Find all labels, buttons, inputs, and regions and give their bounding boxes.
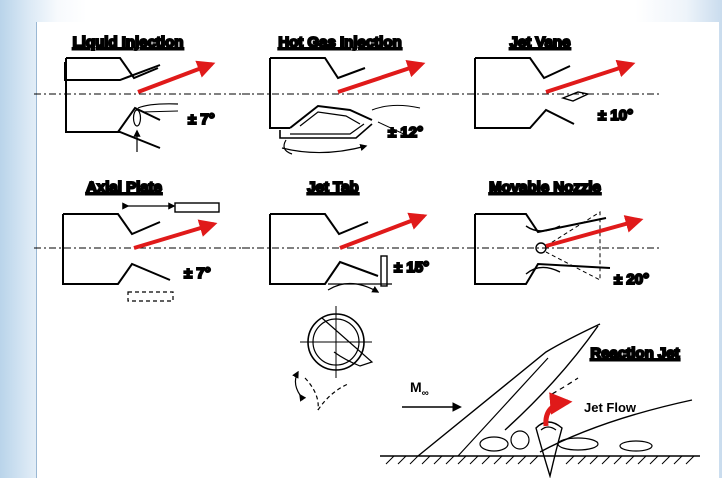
mach-subscript: ∞	[422, 388, 429, 399]
hot-gas-duct-outer	[279, 123, 373, 139]
panel-title: Jet Vane	[510, 34, 571, 51]
nozzle-lower-wall	[474, 214, 611, 285]
freestream-mach-label: M∞	[410, 379, 429, 399]
upstream-vortex	[479, 436, 509, 452]
panel-title: Jet Tab	[307, 179, 358, 196]
deflection-angle: ± 7°	[184, 265, 211, 282]
nozzle-upper-wall	[270, 213, 369, 236]
deflection-angle: ± 10°	[598, 107, 633, 124]
nozzle-upper-wall	[66, 57, 159, 80]
tab-blade	[321, 317, 374, 367]
injection-shock	[137, 103, 179, 109]
panel-reaction-jet: Reaction Jet	[380, 323, 700, 478]
lambda-shock	[457, 357, 549, 457]
thrust-arrow	[337, 60, 426, 94]
thrust-arrow	[339, 212, 428, 250]
thrust-arrow	[545, 59, 636, 94]
jet-flow-arrow	[543, 392, 573, 427]
nozzle-lower-wall	[269, 214, 379, 285]
nozzle-upper-wall	[270, 57, 366, 80]
gimbal-envelope	[545, 211, 601, 281]
bow-shock	[504, 325, 599, 431]
deflection-angle: ± 20°	[614, 271, 649, 288]
deflection-angle: ± 15°	[394, 259, 429, 276]
hot-gas-duct-inner	[299, 111, 361, 127]
injection-port	[132, 109, 142, 127]
rotation-arrow	[292, 370, 307, 402]
panel-title: Movable Nozzle	[489, 179, 601, 196]
jet-boundary-dashed	[551, 377, 579, 395]
flex-joint-lower	[525, 266, 561, 275]
panel-axial-plate: Axial Plate ± 7°	[34, 178, 250, 302]
plate-ghost	[127, 291, 174, 302]
nozzle-lower-wall	[66, 106, 161, 133]
vane	[560, 91, 591, 102]
nozzle-lower-wall	[289, 104, 373, 129]
panel-title: Liquid Injection	[73, 34, 184, 51]
plume-line	[377, 121, 409, 137]
jet-exit	[540, 426, 557, 431]
panel-title: Reaction Jet	[590, 345, 679, 362]
flex-joint-upper	[525, 225, 561, 232]
tab-ghost-edge	[317, 383, 349, 411]
jet-nozzle	[535, 421, 563, 478]
tab-ghost	[304, 377, 319, 411]
nozzle-upper-wall	[63, 213, 161, 236]
panel-jet-tab: Jet Tab ± 15°	[242, 178, 455, 411]
shock-line	[371, 104, 421, 111]
deflection-angle: ± 12°	[388, 124, 423, 141]
jet-flow-label: Jet Flow	[584, 400, 637, 415]
nozzle-lower-wall	[474, 58, 575, 129]
downstream-vortex	[557, 437, 599, 451]
wake-vortex	[619, 440, 653, 452]
panel-title: Axial Plate	[86, 179, 162, 196]
thrust-arrow	[133, 219, 218, 250]
panel-liquid-injection: Liquid Injection ± 7°	[34, 33, 250, 152]
panel-hot-gas-injection: Hot Gas Injection ± 12°	[242, 33, 455, 155]
nozzle-outline	[64, 58, 161, 149]
panel-jet-vane: Jet Vane ± 10°	[452, 33, 660, 129]
mach-symbol: M	[410, 379, 422, 395]
panel-title: Hot Gas Injection	[278, 34, 401, 51]
hot-gas-duct-wall	[290, 123, 365, 135]
deflection-angle: ± 7°	[188, 111, 215, 128]
gas-flow-curve	[283, 139, 293, 155]
tab-flow-arrow	[327, 282, 380, 293]
thrust-arrow	[137, 60, 216, 94]
nozzle-lower-wall	[62, 214, 171, 285]
axial-plate	[174, 202, 220, 213]
nozzle-chamber	[269, 58, 290, 129]
panel-movable-nozzle: Movable Nozzle ± 20°	[452, 178, 660, 289]
gas-flow-arrow	[281, 144, 368, 154]
reattachment-shock	[539, 399, 693, 453]
nozzle-upper-wall	[475, 213, 607, 234]
wall-hatching	[385, 455, 695, 465]
jet-tab	[380, 255, 388, 287]
injection-plume	[141, 110, 179, 113]
tab-detail	[292, 306, 374, 411]
diagram-frame	[36, 22, 719, 478]
separation-shock	[417, 323, 601, 457]
nozzle-upper-wall	[475, 57, 571, 80]
upstream-vortex-small	[510, 430, 530, 450]
thrust-arrow	[545, 215, 644, 248]
